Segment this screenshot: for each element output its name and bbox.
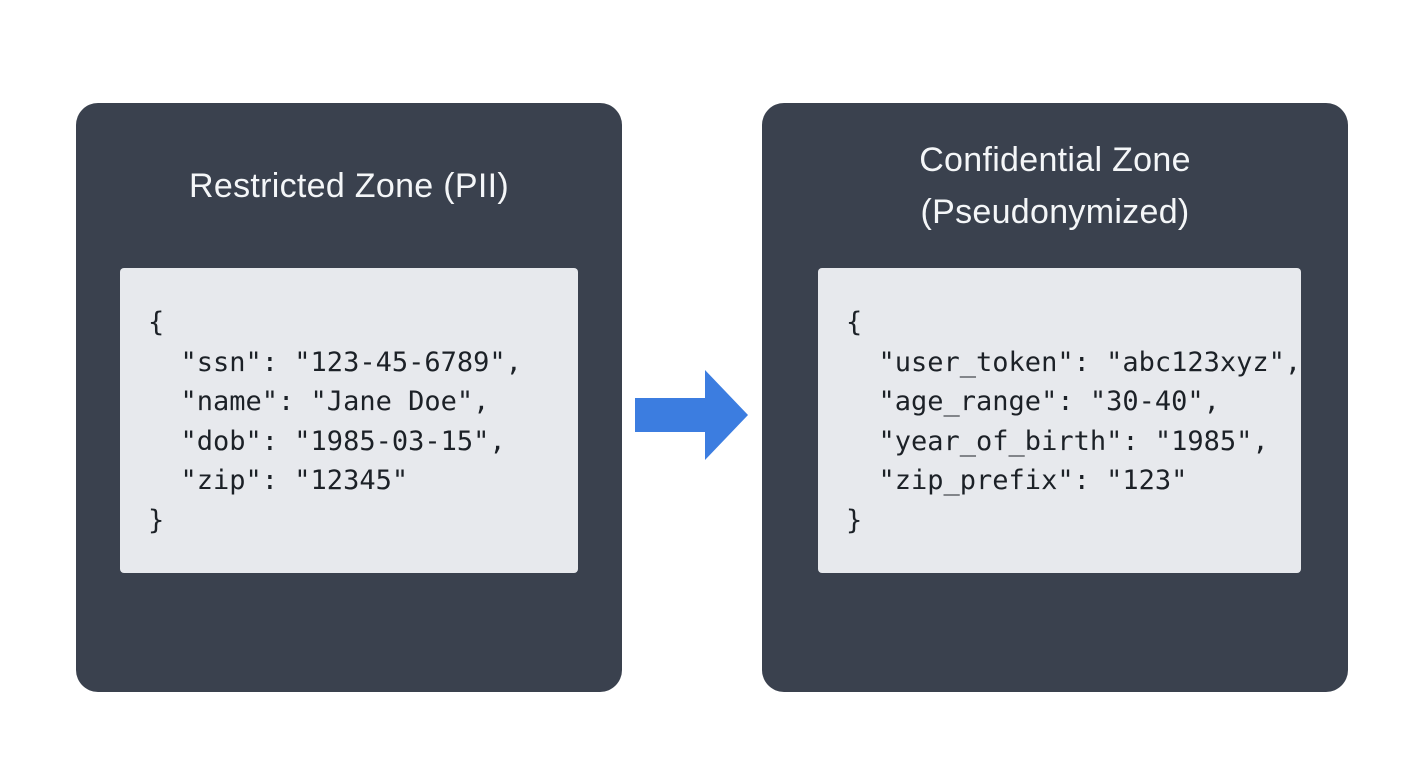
confidential-zone-title-area: Confidential Zone (Pseudonymized) — [762, 103, 1348, 268]
right-arrow-shape — [635, 370, 748, 460]
code-line: { — [148, 307, 165, 338]
right-arrow-icon — [635, 370, 748, 460]
restricted-zone-panel: Restricted Zone (PII) { "ssn": "123-45-6… — [76, 103, 622, 692]
pseudonymized-json-code-block: { "user_token": "abc123xyz", "age_range"… — [818, 268, 1301, 573]
confidential-zone-panel: Confidential Zone (Pseudonymized) { "use… — [762, 103, 1348, 692]
code-line: "user_token": "abc123xyz", — [846, 346, 1302, 378]
code-line: } — [846, 504, 863, 536]
code-line: "zip_prefix": "123" — [846, 465, 1188, 496]
code-line: "year_of_birth": "1985", — [846, 425, 1269, 457]
code-line: "zip": "12345" — [148, 465, 409, 496]
code-line: "name": "Jane Doe", — [148, 386, 490, 417]
restricted-zone-title-area: Restricted Zone (PII) — [76, 103, 622, 268]
restricted-zone-title: Restricted Zone (PII) — [189, 166, 509, 205]
code-line: "age_range": "30-40", — [846, 386, 1220, 417]
pii-json-code-block: { "ssn": "123-45-6789", "name": "Jane Do… — [120, 268, 578, 573]
confidential-zone-title: Confidential Zone (Pseudonymized) — [919, 140, 1191, 231]
transformation-arrow — [635, 370, 748, 460]
code-line: "dob": "1985-03-15", — [148, 425, 506, 457]
code-line: "ssn": "123-45-6789", — [148, 346, 522, 378]
code-line: { — [846, 307, 863, 338]
code-line: } — [148, 504, 165, 536]
